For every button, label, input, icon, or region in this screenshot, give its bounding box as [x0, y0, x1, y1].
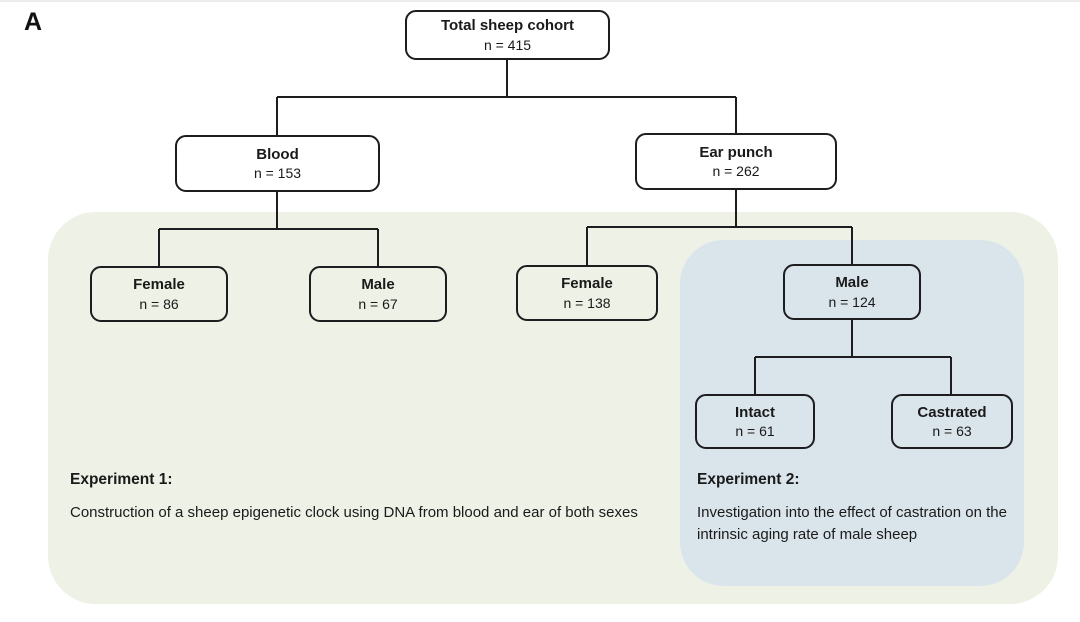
node-ear-male: Male n = 124 — [783, 264, 921, 320]
node-castrated: Castrated n = 63 — [891, 394, 1013, 449]
experiment2-caption: Experiment 2: Investigation into the eff… — [697, 469, 1009, 546]
node-ear-male-count: n = 124 — [828, 293, 876, 310]
experiment1-title: Experiment 1: — [70, 471, 173, 488]
node-ear-male-label: Male — [835, 274, 869, 292]
experiment1-caption: Experiment 1: Construction of a sheep ep… — [70, 469, 680, 524]
node-total-sheep-cohort: Total sheep cohort n = 415 — [405, 10, 610, 60]
experiment2-region — [680, 240, 1024, 586]
node-blood-count: n = 153 — [253, 165, 302, 182]
node-blood: Blood n = 153 — [175, 135, 380, 192]
node-ear-punch-label: Ear punch — [699, 143, 773, 161]
node-intact: Intact n = 61 — [695, 394, 815, 449]
node-castrated-count: n = 63 — [932, 423, 972, 440]
node-ear-female: Female n = 138 — [516, 265, 658, 321]
node-total-label: Total sheep cohort — [440, 17, 575, 35]
node-intact-count: n = 61 — [735, 423, 775, 440]
node-ear-punch-count: n = 262 — [712, 163, 760, 180]
node-blood-female-label: Female — [133, 276, 185, 294]
node-blood-label: Blood — [256, 145, 299, 163]
node-blood-male-count: n = 67 — [358, 295, 398, 312]
node-blood-female: Female n = 86 — [90, 266, 228, 322]
node-blood-male-label: Male — [361, 276, 395, 294]
node-intact-label: Intact — [734, 403, 775, 421]
panel-label: A — [24, 8, 43, 36]
node-castrated-label: Castrated — [917, 403, 987, 421]
experiment2-title: Experiment 2: — [697, 471, 800, 488]
experiment1-description: Construction of a sheep epigenetic clock… — [70, 504, 638, 522]
node-ear-punch: Ear punch n = 262 — [635, 133, 837, 190]
node-ear-female-count: n = 138 — [563, 294, 611, 311]
node-blood-female-count: n = 86 — [139, 295, 179, 312]
node-ear-female-label: Female — [561, 275, 613, 293]
node-total-count: n = 415 — [483, 36, 532, 53]
node-blood-male: Male n = 67 — [309, 266, 447, 322]
experiment2-description: Investigation into the effect of castrat… — [697, 504, 1007, 544]
